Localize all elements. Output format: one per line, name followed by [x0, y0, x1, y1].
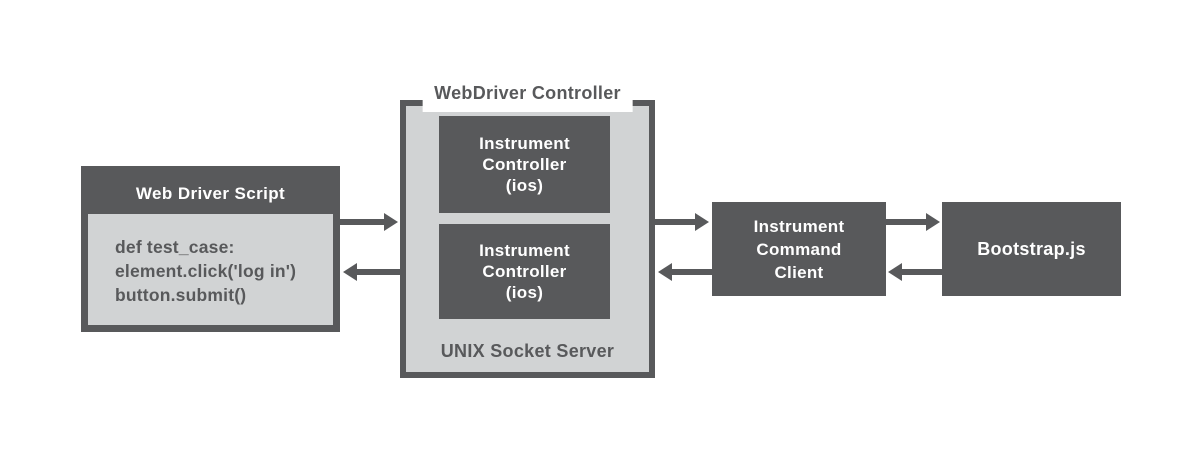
bootstrap-js-label: Bootstrap.js — [977, 238, 1086, 259]
code-line: element.click('log in') — [115, 261, 297, 281]
command-client-line: Command — [756, 239, 842, 259]
instrument-controller-line: (ios) — [505, 176, 544, 195]
instrument-controller-line: Controller — [482, 262, 567, 281]
command-client-line: Instrument — [753, 216, 845, 236]
command-client-line: Client — [774, 262, 824, 282]
unix-socket-server-label: UNIX Socket Server — [440, 341, 615, 361]
arrow-client-to-bootstrap — [886, 219, 926, 225]
web-driver-script-box: Web Driver Script def test_case: element… — [81, 166, 340, 332]
arrow-client-to-controller — [672, 269, 712, 275]
bootstrap-js-box: Bootstrap.js — [942, 202, 1121, 296]
web-driver-script-title: Web Driver Script — [135, 183, 286, 203]
instrument-controller-box-2: Instrument Controller (ios) — [439, 224, 610, 319]
instrument-controller-line: Controller — [482, 155, 567, 174]
webdriver-controller-title: WebDriver Controller — [422, 83, 633, 112]
instrument-command-client-box: Instrument Command Client — [712, 202, 886, 296]
code-line: button.submit() — [115, 285, 247, 305]
arrow-bootstrap-to-client — [902, 269, 942, 275]
web-driver-script-code: def test_case: element.click('log in') b… — [88, 214, 333, 307]
arrow-script-to-controller — [340, 219, 384, 225]
instrument-controller-line: Instrument — [479, 134, 570, 153]
arrow-controller-to-client — [655, 219, 695, 225]
instrument-controller-box-1: Instrument Controller (ios) — [439, 116, 610, 213]
webdriver-controller-container: WebDriver Controller Instrument Controll… — [400, 83, 655, 378]
code-line: def test_case: — [115, 237, 235, 257]
instrument-controller-line: Instrument — [479, 241, 570, 260]
web-driver-script-header: Web Driver Script — [88, 173, 333, 214]
instrument-controller-line: (ios) — [505, 283, 544, 302]
arrow-controller-to-script — [357, 269, 400, 275]
